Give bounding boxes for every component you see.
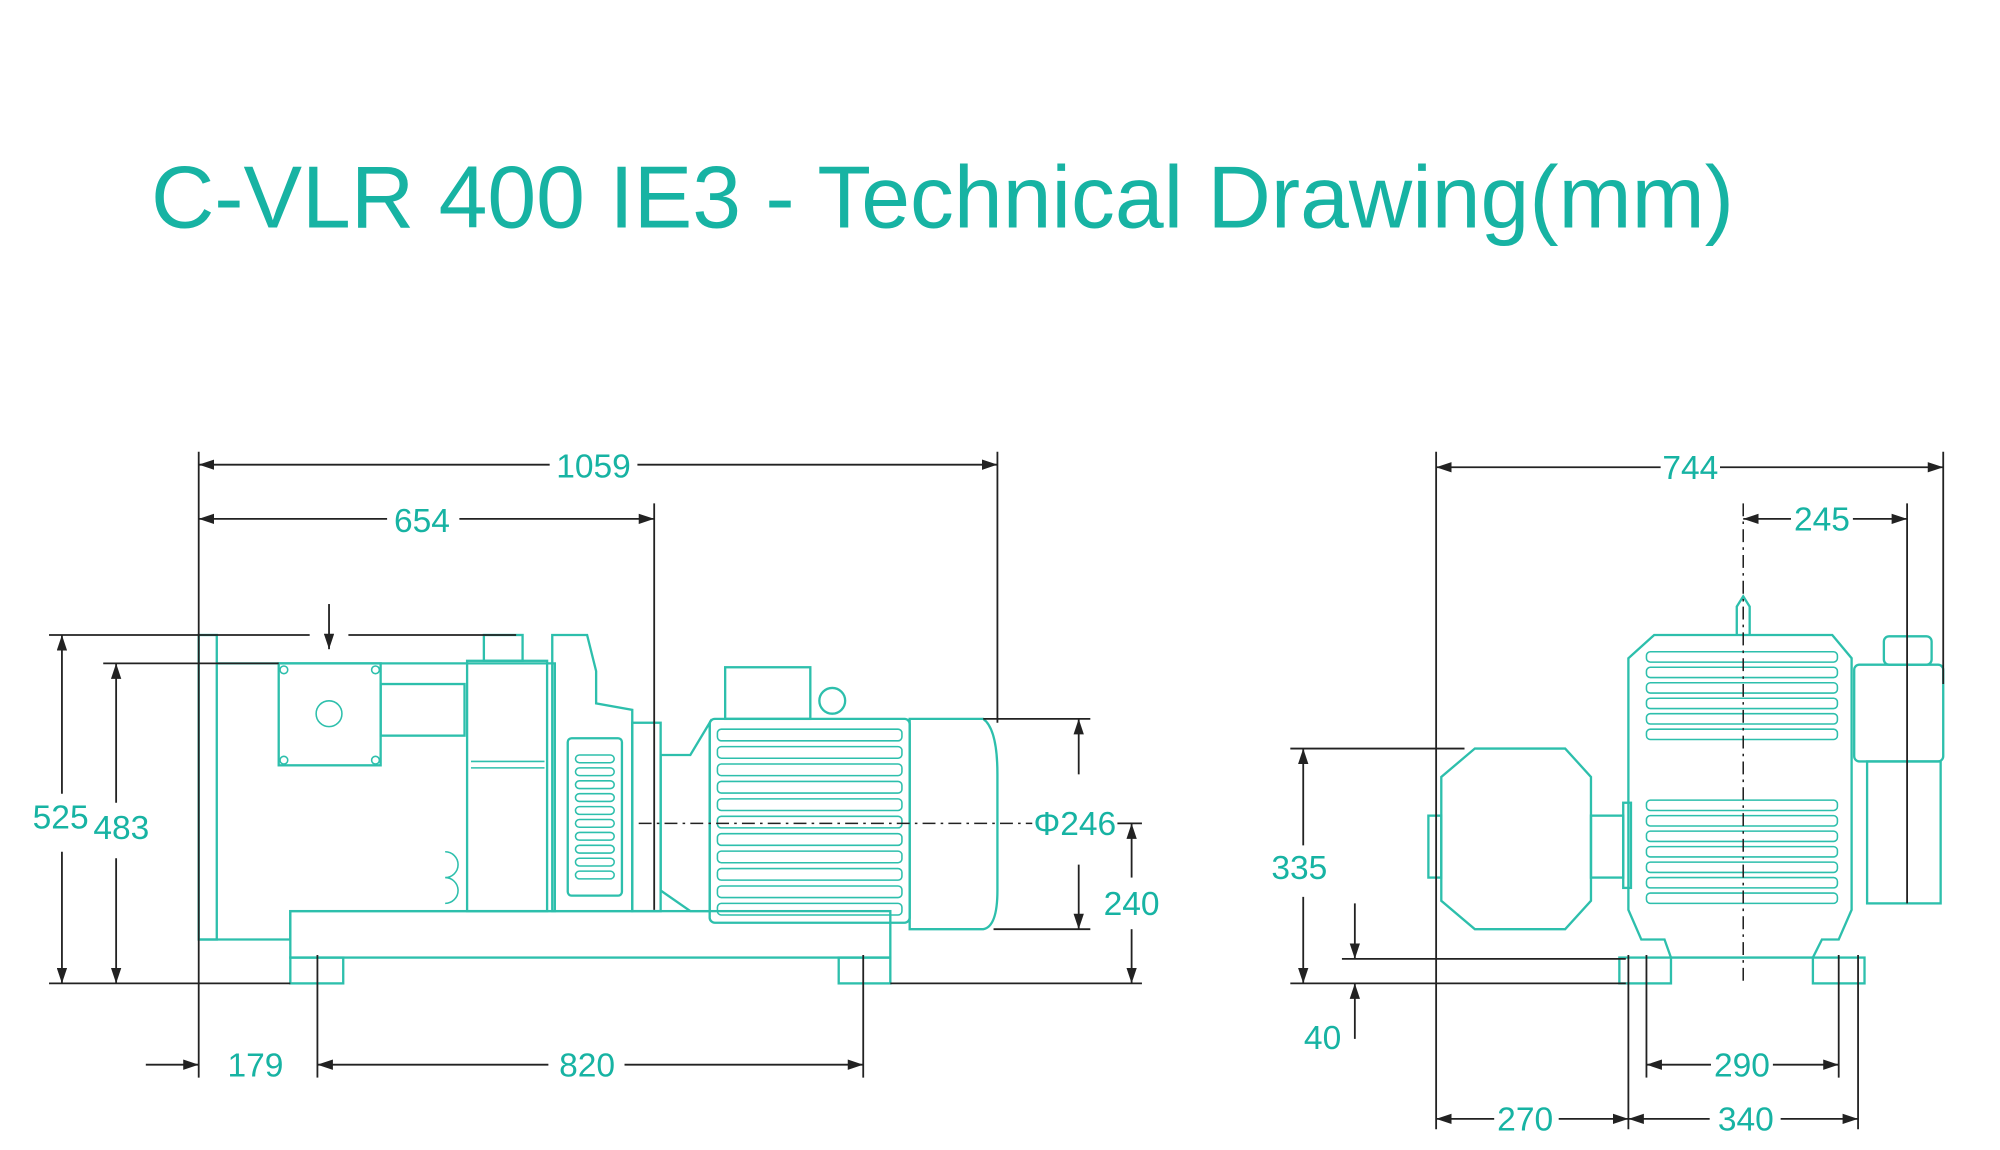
front-foot-left: [1618, 956, 1673, 985]
motor-fin: [716, 867, 903, 881]
dim-overall-width: 744: [1662, 450, 1718, 487]
side-head: [1853, 663, 1945, 763]
dim-foot-offset: 179: [228, 1047, 284, 1084]
vent-slot: [574, 792, 615, 803]
side-filter: [1865, 760, 1942, 905]
motor-fin: [716, 850, 903, 864]
eyebolt: [818, 686, 847, 715]
dim-front-foot-spacing: 290: [1714, 1047, 1770, 1084]
motor-fin: [716, 728, 903, 742]
foot-right: [837, 956, 892, 985]
page-title: C-VLR 400 IE3 - Technical Drawing(mm): [151, 148, 1734, 246]
vent-panel: [566, 737, 624, 897]
motor-fin: [716, 902, 903, 916]
housing-fin: [1645, 681, 1839, 694]
pump-body: [198, 662, 556, 941]
housing-fin: [1645, 861, 1839, 874]
shaft: [1589, 814, 1625, 879]
top-lug: [1735, 594, 1751, 635]
vent-slot: [574, 844, 615, 854]
oil-sight: [445, 851, 459, 905]
vent-slot: [574, 831, 615, 841]
housing-fin: [1645, 814, 1839, 827]
housing-fin: [1645, 876, 1839, 889]
dim-shaft-height: 240: [1104, 886, 1160, 923]
motor-fin: [716, 763, 903, 777]
housing-fin: [1645, 697, 1839, 710]
vent-slot: [574, 805, 615, 816]
vent-slots: [574, 754, 615, 880]
dim-inlet-height: 483: [93, 810, 149, 847]
housing-fin: [1645, 728, 1839, 741]
vent-slot: [574, 754, 615, 764]
motor-fin: [716, 780, 903, 794]
housing-fin: [1645, 651, 1839, 663]
dim-left-offset: 270: [1497, 1101, 1553, 1138]
motor-fin: [716, 815, 903, 829]
vent-slot: [574, 767, 615, 777]
housing-fin: [1645, 892, 1839, 905]
vent-slot: [574, 780, 615, 790]
vent-slot: [574, 870, 615, 880]
cap-knob: [482, 633, 524, 662]
vent-slot: [574, 818, 615, 829]
front-view-dimensions: 744 245 335 40 290 270 340: [1271, 450, 1945, 1138]
frame-plate: [197, 633, 218, 941]
housing-fin: [1645, 666, 1839, 679]
dim-overall-height: 525: [33, 800, 89, 837]
dim-foot-height: 40: [1304, 1020, 1341, 1057]
housing-fin: [1645, 712, 1839, 725]
filter-cylinder: [465, 659, 549, 913]
vent-slot: [574, 857, 615, 867]
dim-overall-length: 1059: [556, 449, 631, 486]
base-plate: [289, 909, 892, 959]
housing-fin: [1645, 830, 1839, 843]
dim-foot-spacing: 820: [559, 1047, 615, 1084]
housing-fin: [1645, 845, 1839, 858]
side-view-dimensions: 1059 654 525 483 Φ246 240 179 820: [33, 449, 1160, 1085]
small-motor: [1440, 747, 1593, 931]
side-view-machine: [197, 633, 999, 985]
motor-fin: [716, 798, 903, 812]
housing-fins: [1645, 651, 1839, 905]
dim-motor-diameter: Φ246: [1033, 806, 1116, 843]
terminal-box: [724, 666, 812, 721]
motor-body: [708, 717, 911, 924]
dim-small-motor-height: 335: [1271, 850, 1327, 887]
fan-cover: [908, 717, 999, 931]
motor-fin: [716, 832, 903, 847]
dim-knob-offset: 245: [1794, 501, 1850, 538]
motor-fin: [716, 885, 903, 899]
inlet-flange: [277, 662, 382, 767]
dim-base-width: 340: [1718, 1101, 1774, 1138]
coupling: [631, 721, 662, 913]
gear-housing: [551, 633, 634, 913]
pipe: [379, 682, 466, 737]
motor-fin: [716, 745, 903, 759]
motor-flange: [659, 718, 711, 913]
housing-fin: [1645, 799, 1839, 812]
motor-fins: [716, 728, 903, 916]
dim-pump-length: 654: [394, 503, 450, 540]
front-view-machine: [1427, 594, 1945, 985]
